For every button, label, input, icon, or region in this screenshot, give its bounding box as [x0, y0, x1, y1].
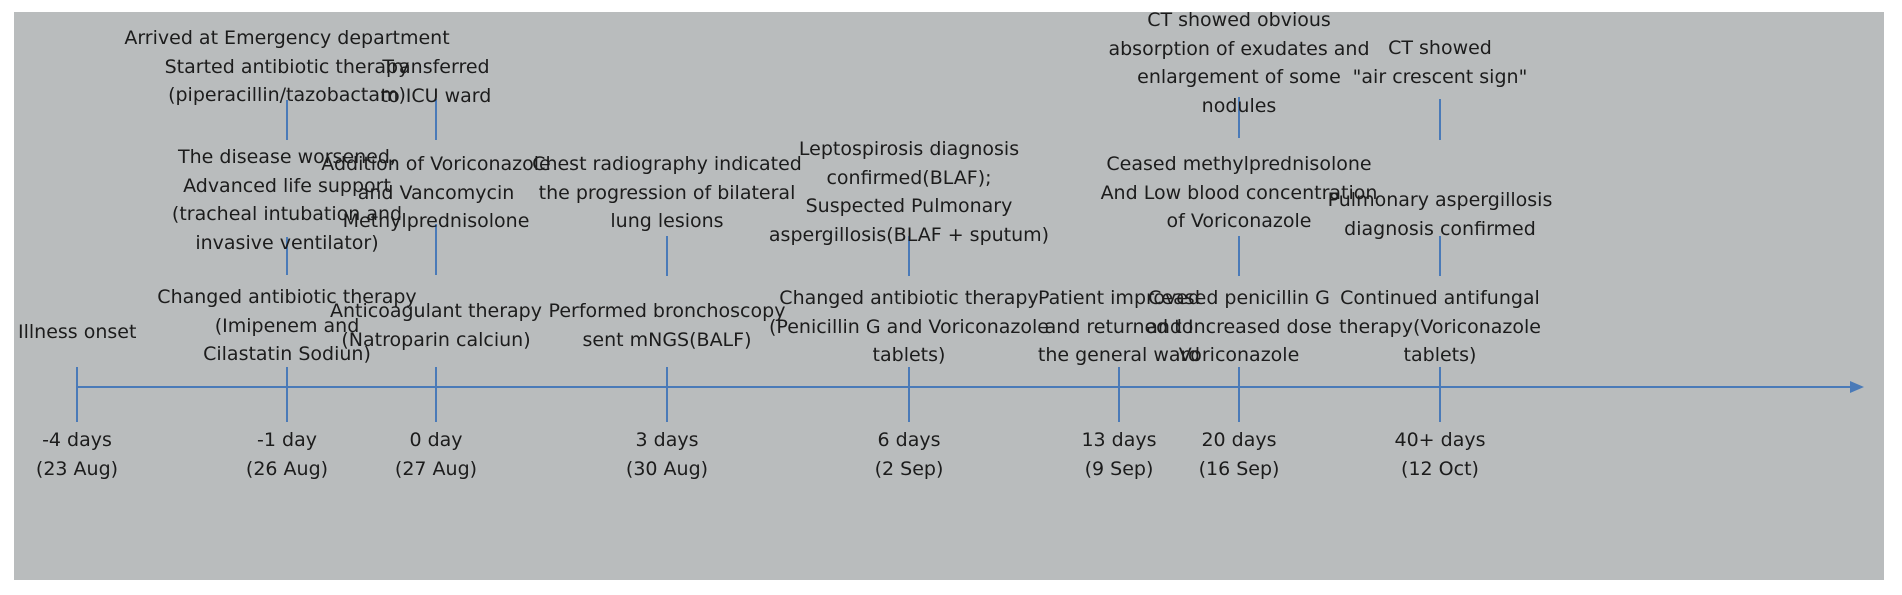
event-lower-4-line: tablets): [872, 344, 946, 366]
event-middle-2-line: and Vancomycin: [357, 181, 515, 204]
event-lower-6-line: Voriconazole: [1178, 344, 1300, 366]
date-label-4: 6 days (2 Sep): [875, 426, 944, 483]
event-middle-1: The disease worsened, Advanced life suppo…: [172, 143, 402, 257]
event-upper-1-line: Arrived at Emergency department: [124, 27, 450, 49]
event-lower-4: Changed antibiotic therapy (Penicillin G …: [769, 284, 1049, 370]
event-lower-1-line: (Imipenem and: [214, 314, 360, 337]
date-label-0-line: (23 Aug): [35, 457, 119, 480]
event-upper-1-line: (piperacillin/tazobactam): [168, 84, 406, 106]
date-label-0: -4 days (23 Aug): [36, 426, 118, 483]
event-lower-7: Continued antifungal therapy(Voriconazole…: [1339, 284, 1541, 370]
onset-label: Illness onset: [18, 318, 136, 347]
event-middle-4: Leptospirosis diagnosis confirmed(BLAF); S…: [769, 135, 1049, 249]
event-lower-4-line: Changed antibiotic therapy: [779, 287, 1039, 309]
event-upper-7-line: CT showed: [1388, 37, 1492, 59]
event-lower-3: Performed bronchoscopy sent mNGS(BALF): [549, 297, 786, 354]
event-upper-2: Transferred to ICU ward: [381, 53, 492, 110]
date-label-6-line: (16 Sep): [1198, 457, 1280, 480]
onset-label-line: Illness onset: [18, 321, 137, 343]
date-label-5-line: (9 Sep): [1084, 457, 1154, 480]
timeline-arrow-head: [1850, 381, 1864, 393]
event-middle-3-line: lung lesions: [610, 210, 724, 232]
date-label-3-line: 3 days: [635, 429, 699, 451]
date-label-0-line: -4 days: [42, 429, 112, 451]
date-label-3: 3 days (30 Aug): [626, 426, 708, 483]
event-lower-1-line: Cilastatin Sodiun): [203, 343, 371, 365]
event-upper-7-line: "air crescent sign": [1352, 65, 1528, 88]
date-label-1-line: (26 Aug): [245, 457, 329, 480]
event-lower-2: Anticoagulant therapy (Natroparin calciun…: [330, 297, 542, 354]
event-upper-2-line: Transferred: [382, 56, 490, 78]
date-label-2: 0 day (27 Aug): [395, 426, 477, 483]
date-label-5: 13 days (9 Sep): [1081, 426, 1156, 483]
event-middle-4-line: Leptospirosis diagnosis: [798, 138, 1020, 160]
event-middle-4-line: confirmed(BLAF);: [826, 166, 992, 189]
event-lower-7-line: tablets): [1403, 344, 1477, 366]
event-lower-2-line: (Natroparin calciun): [341, 328, 531, 351]
event-lower-5-line: the general ward: [1037, 344, 1201, 366]
event-middle-7: Pulmonary aspergillosis diagnosis confirm…: [1328, 186, 1553, 243]
event-upper-6-line: enlargement of some: [1137, 66, 1341, 88]
event-upper-7: CT showed "air crescent sign": [1353, 34, 1528, 91]
event-lower-3-line: sent mNGS(BALF): [582, 328, 752, 351]
date-label-6: 20 days (16 Sep): [1199, 426, 1280, 483]
event-lower-6-line: Ceased penicillin G: [1148, 287, 1330, 309]
event-middle-2-line: Addition of Voriconazole: [321, 153, 551, 175]
event-middle-1-line: (tracheal intubation and: [171, 203, 403, 225]
event-upper-6-line: absorption of exudates and: [1108, 37, 1370, 60]
event-middle-1-line: The disease worsened,: [178, 146, 396, 168]
event-lower-7-line: therapy(Voriconazole: [1339, 315, 1541, 338]
event-lower-4-line: (Penicillin G and Voriconazole: [769, 315, 1049, 338]
date-label-4-line: 6 days: [877, 429, 941, 451]
event-lower-5-line: and returned to: [1044, 315, 1194, 338]
date-label-7-line: (12 Oct): [1401, 457, 1479, 480]
event-lower-5: Patient improved and returned to the gener…: [1038, 284, 1200, 370]
event-middle-3: Chest radiography indicated the progressi…: [532, 150, 802, 236]
date-label-4-line: (2 Sep): [874, 457, 944, 480]
event-middle-4-line: aspergillosis(BLAF + sputum): [768, 223, 1050, 246]
event-middle-2-line: Methylprednisolone: [342, 210, 530, 232]
event-lower-5-line: Patient improved: [1037, 287, 1201, 309]
event-upper-6-line: nodules: [1201, 94, 1277, 117]
date-label-1-line: -1 day: [257, 429, 317, 451]
event-upper-1-line: Started antibiotic therapy: [164, 55, 410, 78]
timeline-diagram: Illness onset -4 days (23 Aug) -1 day (26 Au…: [14, 9, 1884, 580]
event-middle-1-line: Advanced life support: [183, 174, 391, 197]
date-label-2-line: (27 Aug): [394, 457, 478, 480]
event-middle-3-line: Chest radiography indicated: [532, 153, 802, 175]
event-middle-7-line: Pulmonary aspergillosis: [1327, 189, 1553, 211]
event-middle-7-line: diagnosis confirmed: [1344, 217, 1536, 240]
event-lower-6-line: and Increased dose: [1146, 315, 1332, 338]
event-lower-2-line: Anticoagulant therapy: [330, 300, 542, 322]
event-upper-2-line: to ICU ward: [380, 84, 492, 107]
date-label-6-line: 20 days: [1201, 429, 1277, 451]
event-lower-3-line: Performed bronchoscopy: [548, 300, 786, 322]
date-label-2-line: 0 day: [409, 429, 463, 451]
date-label-3-line: (30 Aug): [625, 457, 709, 480]
event-upper-6-line: CT showed obvious: [1147, 9, 1331, 31]
date-label-5-line: 13 days: [1081, 429, 1157, 451]
date-label-7-line: 40+ days: [1394, 429, 1486, 451]
event-middle-6-line: And Low blood concentration: [1100, 181, 1378, 204]
event-lower-1-line: Changed antibiotic therapy: [157, 286, 417, 308]
event-lower-7-line: Continued antifungal: [1340, 287, 1540, 309]
event-middle-4-line: Suspected Pulmonary: [805, 195, 1013, 217]
event-upper-6: CT showed obvious absorption of exudates …: [1108, 6, 1369, 120]
date-label-1: -1 day (26 Aug): [246, 426, 328, 483]
timeline-axis-layer: [76, 97, 1864, 422]
event-middle-3-line: the progression of bilateral: [538, 181, 796, 204]
event-middle-6-line: Ceased methylprednisolone: [1106, 153, 1372, 175]
date-label-7: 40+ days (12 Oct): [1395, 426, 1486, 483]
event-middle-1-line: invasive ventilator): [195, 231, 379, 254]
event-middle-6-line: of Voriconazole: [1166, 210, 1312, 232]
